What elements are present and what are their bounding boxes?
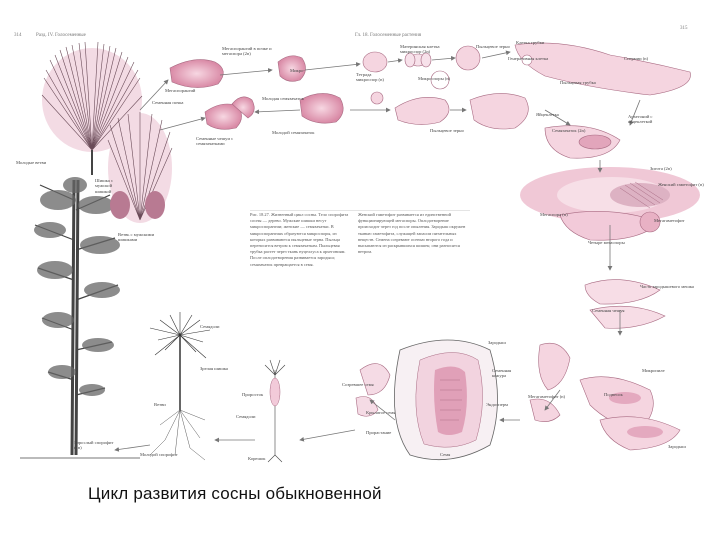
header-title-right: Гл. 18. Голосеменные растения bbox=[355, 33, 422, 38]
label-germination: Прорастание bbox=[366, 430, 392, 435]
megaspore-sac bbox=[584, 279, 666, 329]
label-megasporangium: Мегаспорангий bbox=[165, 88, 196, 93]
label-archegonium: Архегоний с яйцеклеткой bbox=[628, 114, 653, 125]
label-tube-cell: Клетка трубки bbox=[516, 40, 545, 45]
slide-caption: Цикл развития сосны обыкновенной bbox=[88, 484, 382, 503]
label-cotyledons-2: Семядоли bbox=[200, 324, 220, 329]
header-page-number-left: 314 bbox=[14, 33, 22, 38]
label-seedling: Проросток bbox=[242, 392, 264, 397]
label-megasporangium-bud: Мегаспорангий в почке и мегаспора (2n) bbox=[222, 46, 272, 57]
label-young-sporophyte: Молодой спорофит bbox=[140, 452, 178, 457]
ovule-cross-section bbox=[520, 167, 700, 223]
label-adult-sporophyte: Взрослый спорофит (2n) bbox=[74, 440, 114, 451]
label-megagametophyte: Мегагаметофит bbox=[654, 218, 685, 223]
label-microspore-tetrad: Тетрада микроспор (n) bbox=[356, 72, 384, 83]
seed-longitudinal-section bbox=[393, 339, 498, 461]
label-egg-cell: Яйцеклетка bbox=[536, 112, 559, 117]
label-seed-coat: Семенная кожура bbox=[492, 368, 512, 379]
label-winged-seed: Крылатое семя bbox=[366, 410, 396, 415]
seedling-large bbox=[149, 312, 211, 461]
embryo-detail bbox=[609, 392, 663, 438]
label-seed-scale: Семенная чешуя bbox=[592, 308, 625, 313]
label-pollen-tube: Пыльцевая трубка bbox=[560, 80, 596, 85]
label-embryo-sac-part: Часть зародышевого мешка bbox=[640, 284, 694, 289]
shoot-cluster-top bbox=[41, 41, 143, 175]
label-suspensor: Подвесок bbox=[604, 392, 623, 397]
label-pollen-grain: Пыльцевое зерно bbox=[476, 44, 510, 49]
winged-seed bbox=[355, 363, 391, 417]
figure-legend-left: Рис. 18.27. Жизненный цикл сосны. Тело с… bbox=[250, 212, 349, 267]
label-mature-seed: Созревшее семя bbox=[342, 382, 374, 387]
label-branch-male-cones: Ветвь с мужскими шишками bbox=[118, 232, 155, 243]
label-embryo: Зародыш bbox=[488, 340, 506, 345]
label-megaspore: Мегаспора (n) bbox=[540, 212, 568, 217]
label-microspores: Микроспоры (n) bbox=[418, 76, 451, 81]
label-megagametophyte-n: Мегагаметофит (n) bbox=[528, 394, 566, 399]
label-young-ovule: Молодая семязачаток bbox=[262, 96, 304, 101]
label-young-ovule-2: Молодой семязачаток bbox=[272, 130, 315, 135]
label-seed: Семя bbox=[440, 452, 451, 457]
megasporangium-structures bbox=[169, 55, 344, 130]
pine-seedling-small bbox=[264, 359, 286, 463]
label-four-megaspores: Четыре мегаспоры bbox=[588, 240, 625, 245]
label-shoot-male-cone: Шишка с мужской шишкой bbox=[95, 178, 114, 194]
seed-scale-with-ovule bbox=[544, 125, 621, 159]
header-title-left: Разд. IV. Голосеменные bbox=[36, 33, 86, 38]
label-endosperm: Эндосперм bbox=[486, 402, 508, 407]
cycle-arrows bbox=[114, 50, 641, 452]
label-seed-bud: Семенная почка bbox=[152, 100, 184, 105]
label-pollen-grain-2: Пыльцевое зерно bbox=[430, 128, 464, 133]
header-page-number-right: 315 bbox=[680, 26, 688, 31]
figure-legend-right: Женский гаметофит развивается из единств… bbox=[358, 212, 466, 255]
label-mature-cone: Зрелая шишка bbox=[200, 366, 228, 371]
label-branches: Ветви bbox=[154, 402, 166, 407]
label-radicle: Корешок bbox=[248, 456, 266, 461]
label-generative-cell: Генеративная клетка bbox=[508, 56, 549, 61]
label-micro: Микро- bbox=[290, 68, 305, 73]
germinating-seed bbox=[269, 377, 281, 407]
shoot-cluster-bottom bbox=[107, 112, 173, 223]
microspore-structures bbox=[362, 42, 691, 130]
label-zygote: Зигота (2n) bbox=[650, 166, 672, 171]
female-cone bbox=[110, 191, 165, 219]
label-microspore-mother-cell: Материнская клетка микроспор (2n) bbox=[400, 44, 440, 55]
tree-foliage bbox=[34, 177, 120, 396]
pollen-grain bbox=[404, 52, 432, 68]
label-young-branches: Молодые ветви bbox=[16, 160, 47, 165]
label-sperm: Спермии (n) bbox=[624, 56, 649, 61]
label-cotyledons: Семядоли bbox=[236, 414, 256, 419]
label-ovule-2n: Семязачаток (2n) bbox=[552, 128, 586, 133]
label-micropyle: Микропиле bbox=[642, 368, 665, 373]
label-seed-scales: Семенные чешуи с семязачатками bbox=[196, 136, 234, 147]
label-female-gametophyte: Женский гаметофит (n) bbox=[658, 182, 704, 187]
label-embryo-2: Зародыш bbox=[668, 444, 686, 449]
